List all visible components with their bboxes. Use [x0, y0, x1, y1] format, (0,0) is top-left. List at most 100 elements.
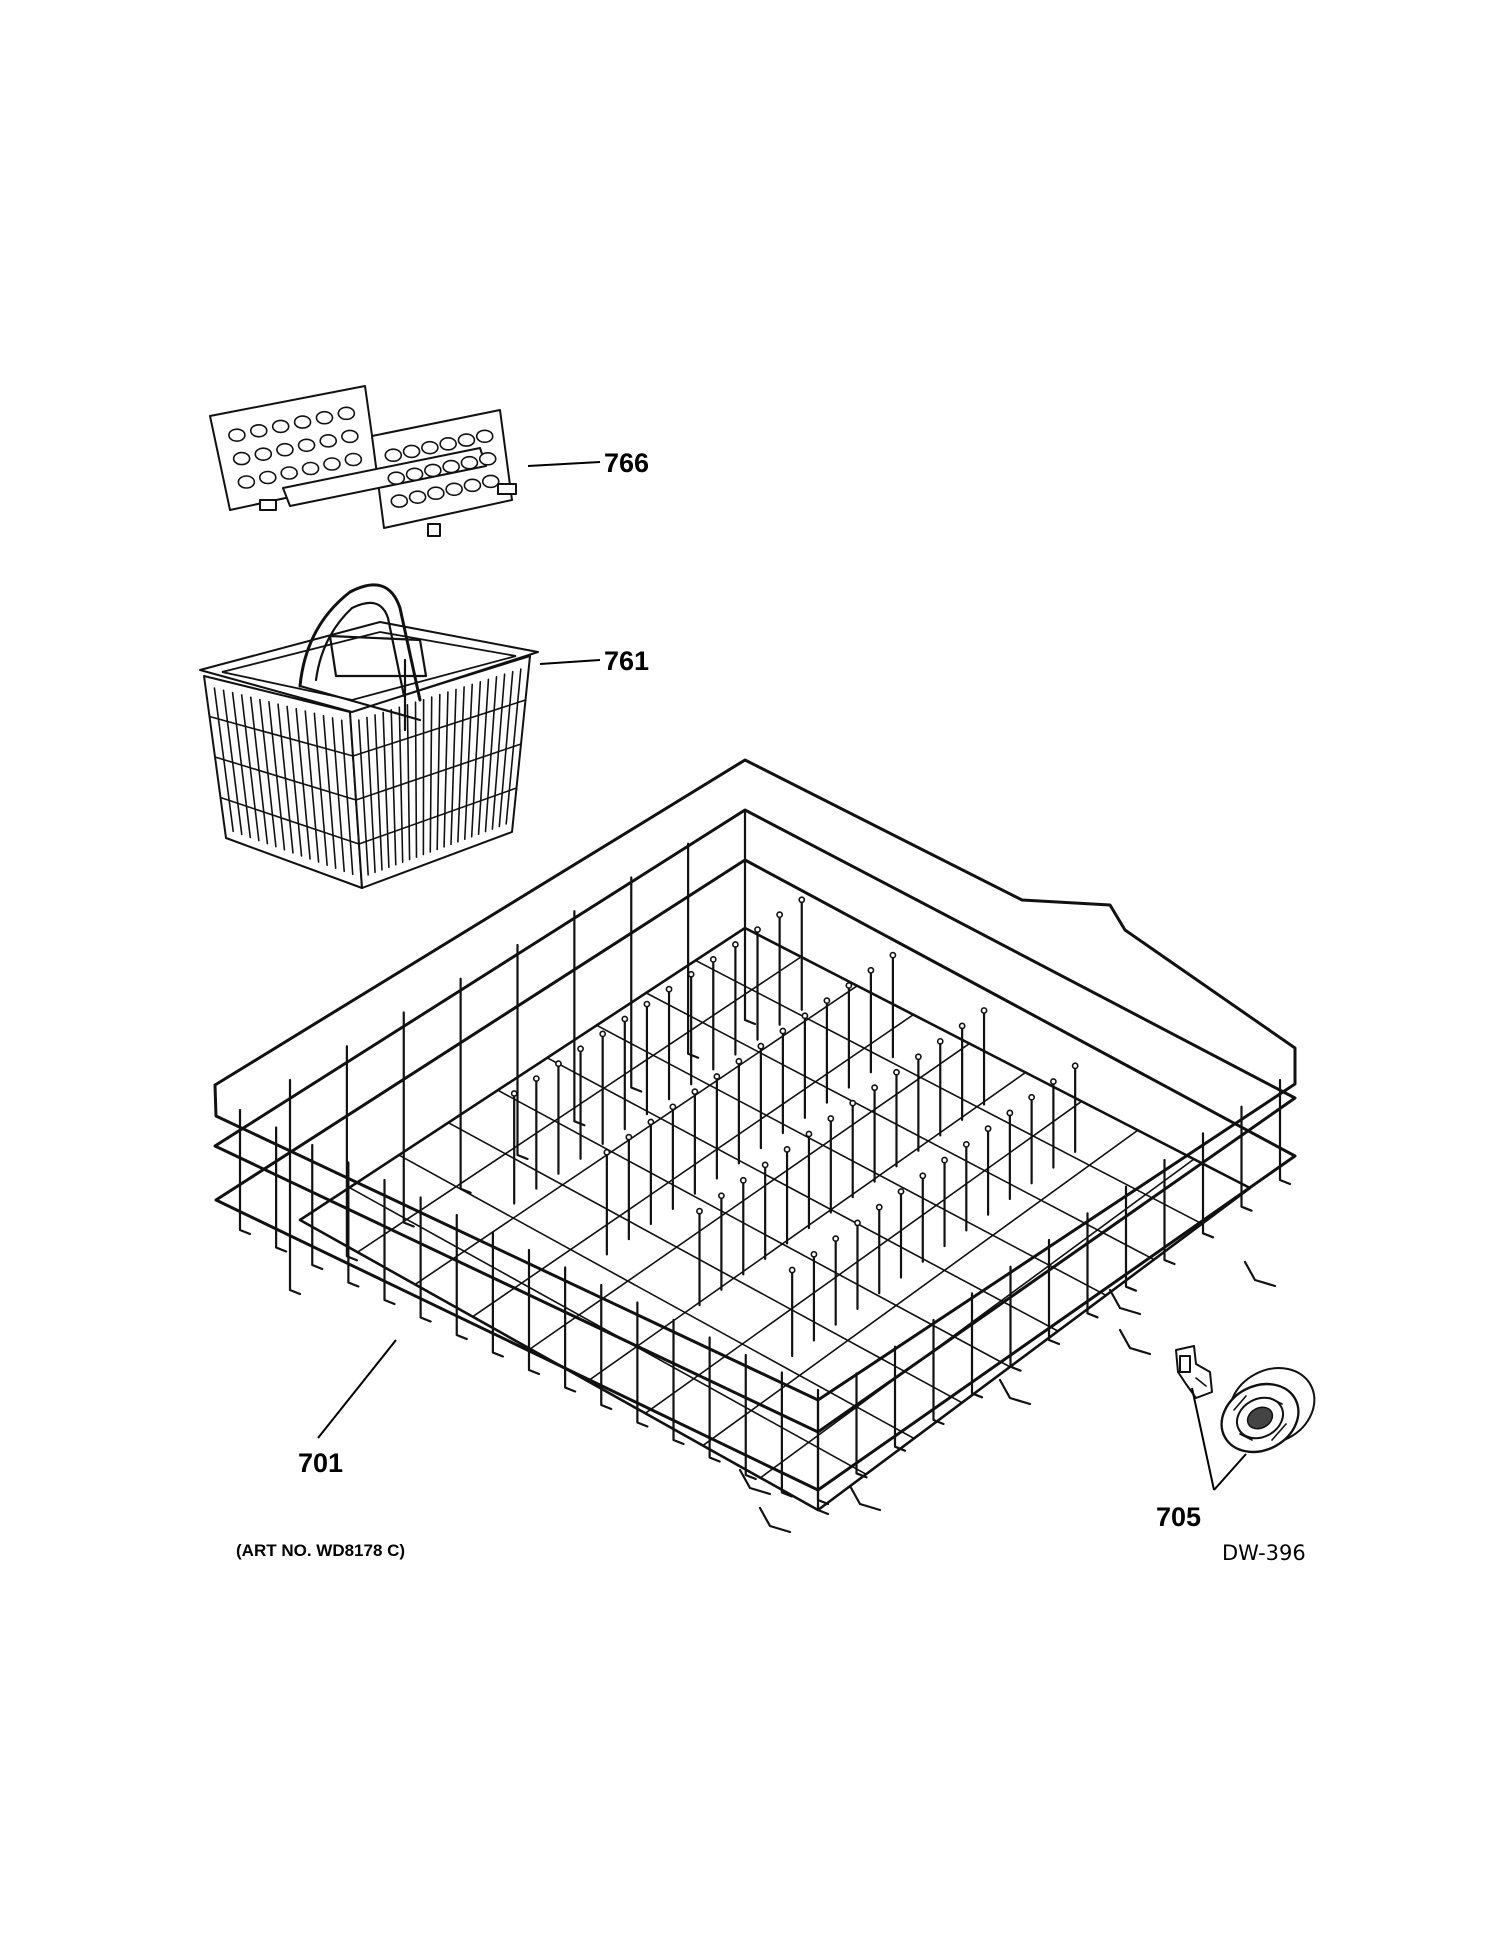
tine-tip [936, 1037, 944, 1045]
cover-hole [408, 490, 427, 504]
tine-tip [709, 956, 717, 963]
cover-hinge [282, 447, 487, 507]
wall-wire [893, 1345, 907, 1452]
wall-wire [419, 1196, 432, 1323]
cover-hole [232, 451, 251, 466]
cover-hole [258, 470, 277, 485]
rack-feet [738, 1260, 1277, 1534]
cover-hole [481, 474, 500, 489]
cover-hole [387, 471, 406, 485]
wall-wire [275, 1126, 288, 1253]
floor-wire [496, 1089, 1011, 1368]
cover-hole [228, 428, 246, 442]
cover-hole [315, 410, 334, 425]
cover-hole [319, 434, 338, 448]
floor-wire [644, 1100, 1083, 1415]
tine-tip [669, 1103, 677, 1111]
tine-tip [696, 1207, 703, 1215]
cover-tab [259, 499, 277, 511]
tine-tip [754, 926, 761, 933]
tine-tip [687, 970, 695, 978]
wall-wire [970, 1292, 984, 1399]
floor-wire [694, 959, 1203, 1225]
tine-tip [735, 1057, 743, 1065]
rack-front-wires [238, 1108, 830, 1516]
callout-701: 701 [298, 1448, 343, 1478]
rack-floor [298, 926, 1252, 1512]
tine-tip [732, 941, 739, 948]
tine-tip [599, 1030, 607, 1038]
tine-tip [1028, 1093, 1036, 1101]
rack-top-rail [213, 758, 1297, 1402]
basket-slots [208, 668, 527, 876]
tine-tip [717, 1192, 725, 1200]
cover-hole [445, 482, 463, 497]
tine-tip [783, 1146, 791, 1153]
tine-tip [1006, 1109, 1014, 1117]
wall-wire [311, 1143, 324, 1271]
floor-wire [348, 1186, 867, 1476]
drawing-code: DW-396 [1222, 1541, 1306, 1565]
tine-tip [827, 1115, 835, 1122]
wall-wire [672, 1318, 685, 1446]
cover-hole [301, 461, 320, 476]
tine-tip [832, 1235, 840, 1243]
tine-tip [510, 1090, 518, 1097]
silverware-basket[interactable] [199, 583, 539, 889]
lower-dishrack[interactable] [213, 758, 1297, 1534]
basket-band [219, 796, 360, 845]
leader-705-clip [1191, 1387, 1215, 1491]
basket-handle-grip [328, 634, 428, 678]
wall-wire [1086, 1212, 1099, 1319]
tine-tip [980, 1007, 988, 1014]
cover-hole [280, 466, 298, 480]
tine-tip [643, 1000, 651, 1008]
tine-tip [941, 1156, 948, 1164]
cover-hole [475, 429, 494, 444]
wall-wire [491, 1231, 504, 1358]
floor-wire [398, 1154, 915, 1440]
tine-tip [532, 1075, 540, 1082]
tine-tip [798, 896, 806, 904]
tine-tip [897, 1188, 905, 1195]
tine-tip [914, 1053, 922, 1061]
cover-hole [344, 452, 363, 467]
tine-tip [691, 1088, 699, 1096]
tine-tip [647, 1118, 655, 1126]
basket-divider [298, 684, 422, 722]
cover-hole [323, 457, 341, 471]
cover-hole [390, 494, 409, 508]
cover-tab [427, 523, 441, 537]
tine-tip [788, 1266, 796, 1274]
rack-back-wires [288, 808, 757, 1296]
tine-tip [958, 1022, 966, 1030]
tine-tip [625, 1133, 633, 1141]
basket-band [358, 787, 518, 845]
tine-tip [577, 1045, 584, 1053]
tine-tip [845, 982, 853, 989]
basket-band [355, 743, 522, 801]
wall-wire [687, 842, 700, 1059]
wall-wire [743, 808, 757, 1026]
wall-wire [459, 977, 472, 1194]
rack-roller-and-clip[interactable] [1175, 1345, 1328, 1465]
wall-wire [238, 1108, 252, 1236]
rack-foot [758, 1506, 792, 1534]
rack-foot [998, 1378, 1032, 1406]
silverware-basket-cover[interactable] [209, 385, 517, 537]
wall-wire [708, 1336, 721, 1463]
floor-wire [586, 1071, 1027, 1382]
rack-side-wires [816, 1078, 1292, 1506]
tine-tip [665, 985, 673, 993]
wall-wire [455, 1213, 468, 1341]
cover-hole [249, 423, 268, 438]
cover-hole [427, 486, 445, 501]
tine-tip [871, 1084, 878, 1092]
tine-tip [776, 911, 784, 919]
tine-tip [1071, 1062, 1079, 1070]
tine-tip [603, 1148, 611, 1156]
cover-hole [254, 447, 273, 461]
wall-wire [780, 1371, 793, 1498]
wall-wire [932, 1318, 945, 1426]
cover-tab [497, 483, 517, 495]
